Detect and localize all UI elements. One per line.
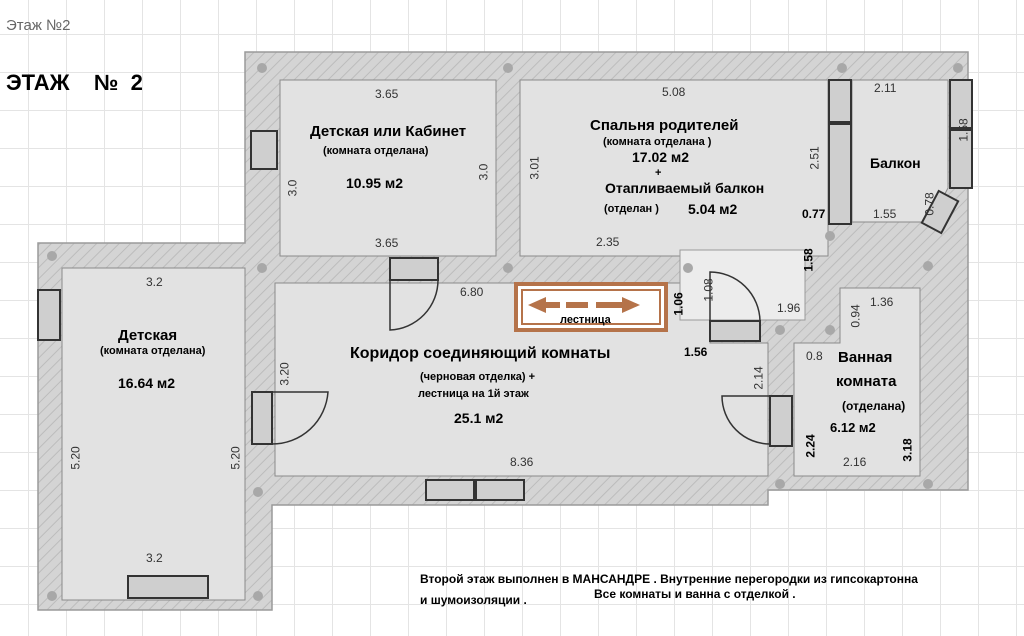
balcony-dim-top: 2.11	[874, 81, 897, 95]
bath-dim-top: 1.36	[870, 295, 894, 309]
parents-dim-right: 2.51	[807, 146, 822, 170]
study-dim-top: 3.65	[375, 87, 399, 101]
study-dim-left: 3.0	[285, 179, 300, 197]
parents-room-note: (комната отделана )	[603, 136, 712, 148]
study-room-name: Детская или Кабинет	[310, 123, 467, 140]
balcony-dim-left-bottom: 0.77	[802, 207, 826, 221]
corridor-dim-left: 3.20	[277, 362, 292, 386]
parents-dim-bottom: 2.35	[596, 235, 620, 249]
kids-dim-top: 3.2	[146, 275, 163, 289]
bath-dim-left: 2.24	[803, 434, 818, 458]
corridor-dim-top: 6.80	[460, 285, 484, 299]
kids-dim-bottom: 3.2	[146, 551, 163, 565]
windows	[37, 79, 973, 599]
bath-dim-right: 3.18	[900, 438, 915, 462]
balcony-name: Балкон	[870, 155, 921, 171]
balcony-dim-right: 1.58	[956, 118, 971, 142]
corridor-dim-niche-w: 1.96	[777, 301, 801, 315]
parents-room-plus: +	[655, 167, 662, 179]
bath-name-1: Ванная	[838, 349, 893, 366]
parents-room-extra: Отапливаемый балкон	[605, 180, 765, 196]
study-room-note: (комната отделана)	[323, 145, 429, 157]
bath-dim-bottom: 2.16	[843, 455, 867, 469]
parents-room-area: 17.02 м2	[632, 149, 690, 165]
bath-dim-top-left: 0.8	[806, 349, 823, 363]
room-kids	[61, 267, 246, 601]
study-room-area: 10.95 м2	[346, 175, 404, 191]
stairs-arrow	[528, 297, 640, 313]
corridor-dim-bottom: 8.36	[510, 455, 534, 469]
bath-dim-side: 0.94	[848, 304, 863, 328]
kids-room-note: (комната отделана)	[100, 345, 206, 357]
doors	[251, 257, 793, 447]
parents-dim-left: 3.01	[527, 156, 542, 180]
corridor-dim-stair-w: 1.56	[684, 345, 708, 359]
kids-room-name: Детская	[118, 327, 178, 344]
bath-note: (отделана)	[842, 399, 906, 413]
parents-dim-top: 5.08	[662, 85, 686, 99]
wall-columns	[47, 63, 963, 601]
stairs-label: лестница	[560, 314, 611, 326]
corridor-name: Коридор соединяющий комнаты	[350, 345, 611, 362]
corridor-dim-niche-h: 1.08	[701, 278, 716, 302]
bath-area: 6.12 м2	[830, 420, 876, 435]
kids-dim-right: 5.20	[228, 446, 243, 470]
footnote-line-3: Все комнаты и ванна с отделкой .	[594, 587, 796, 601]
study-dim-bottom: 3.65	[375, 236, 399, 250]
corridor-note2: лестница на 1й этаж	[418, 388, 529, 400]
parents-room-extra-area: 5.04 м2	[688, 201, 738, 217]
page-title: ЭТАЖ № 2	[6, 70, 143, 95]
footnote-line-1: Второй этаж выполнен в МАНСАНДРЕ . Внутр…	[420, 572, 918, 586]
corridor-dim-right: 2.14	[751, 366, 766, 390]
corridor-dim-step: 1.58	[801, 248, 816, 272]
kids-dim-left: 5.20	[68, 446, 83, 470]
corridor-area: 25.1 м2	[454, 410, 504, 426]
door-swings	[271, 271, 771, 445]
study-dim-right: 3.0	[476, 163, 491, 181]
parents-room-name: Спальня родителей	[590, 117, 739, 134]
room-parents	[519, 79, 829, 257]
corridor-dim-stair-h: 1.06	[671, 292, 686, 316]
footnote-line-2: и шумоизоляции .	[420, 593, 527, 607]
parents-room-extra-note: (отделан )	[604, 203, 659, 215]
balcony-dim-bottom: 1.55	[873, 207, 897, 221]
kids-room-area: 16.64 м2	[118, 375, 176, 391]
room-bath	[793, 287, 921, 477]
corridor-note: (черновая отделка) +	[420, 371, 536, 383]
small-title: Этаж №2	[6, 17, 71, 34]
room-study	[279, 79, 497, 257]
balcony-dim-diag: 0.78	[922, 192, 937, 216]
bath-name-2: комната	[836, 373, 897, 390]
